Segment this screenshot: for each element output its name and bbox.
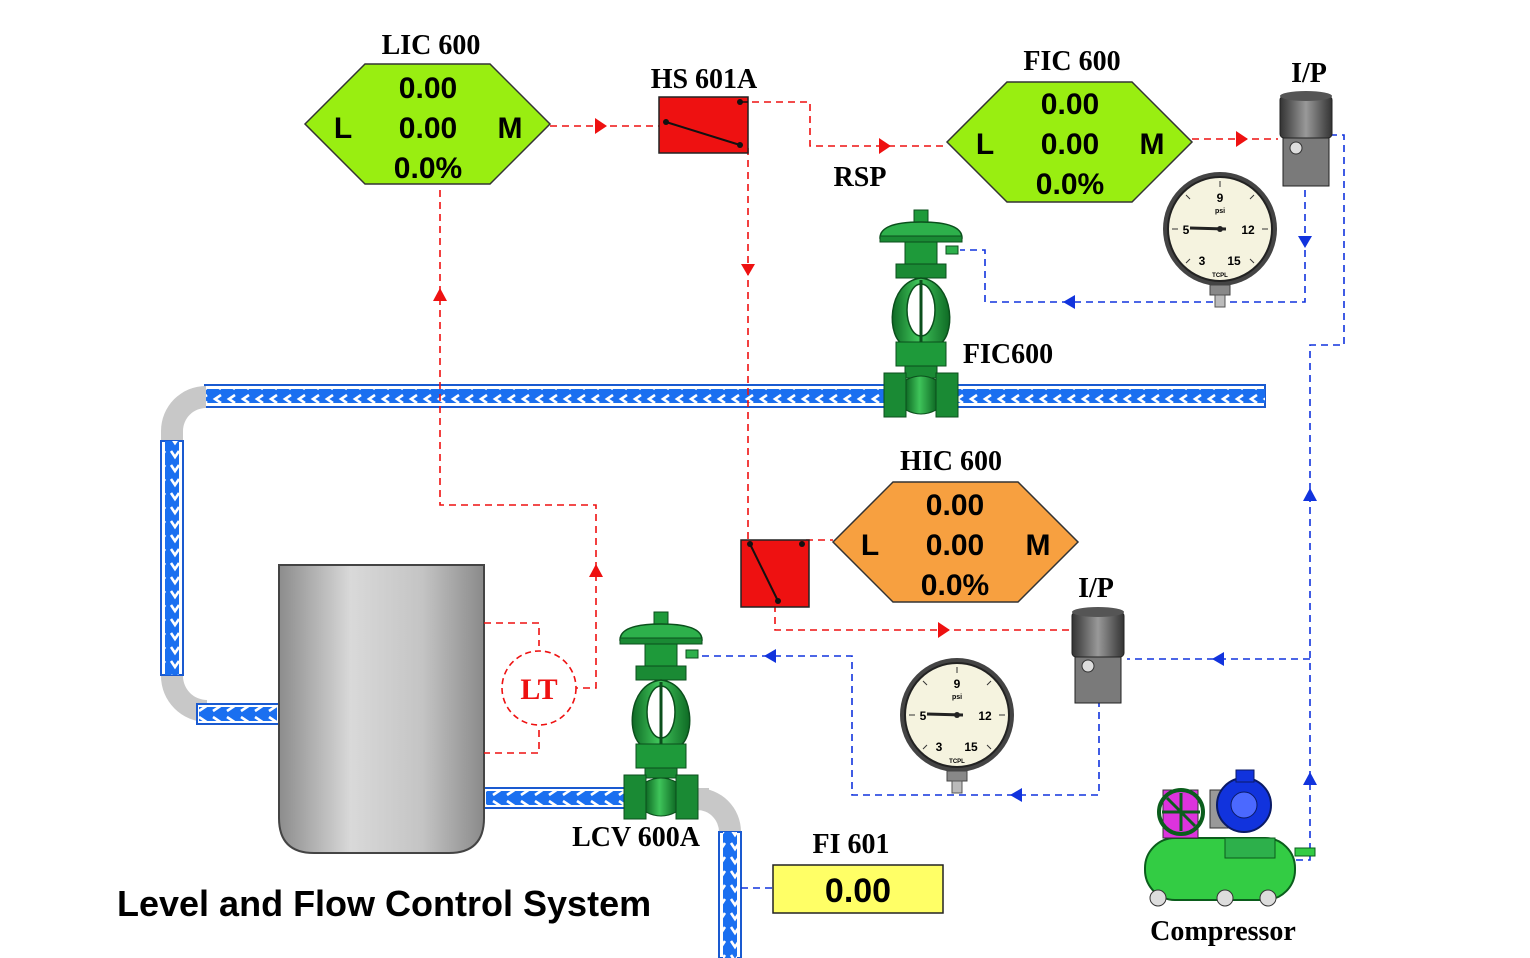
- lcv-label: LCV 600A: [572, 822, 701, 853]
- gauge-tick-3: 3: [1199, 254, 1206, 268]
- fi601-tag: FI 601: [813, 829, 890, 860]
- pneumatic-signal-lines: [690, 134, 1345, 889]
- lt-label: LT: [520, 673, 557, 706]
- fic-controller[interactable]: FIC 600 0.00 0.00 0.0% L M: [945, 46, 1194, 203]
- fic-sp: 0.00: [1041, 128, 1099, 161]
- gauge-tick-12: 12: [978, 709, 992, 723]
- pressure-gauge-bottom: 9 psi 12 15 3 5 TCPL: [898, 656, 1016, 795]
- pipe-elbow-top: [161, 386, 206, 441]
- fic-pv: 0.00: [1041, 88, 1099, 121]
- rsp-label: RSP: [834, 162, 887, 193]
- ip-top-label: I/P: [1291, 58, 1327, 89]
- gauge-tick-15: 15: [1227, 254, 1241, 268]
- ip-mid-label: I/P: [1078, 573, 1114, 604]
- pressure-gauge-top: 9 psi 12 15 3 5 TCPL: [1161, 170, 1279, 309]
- ip-converter-mid[interactable]: I/P: [1071, 573, 1125, 704]
- compressor-label: Compressor: [1150, 916, 1296, 947]
- pipe-elbow-bottom: [161, 676, 207, 722]
- gauge-tick-9: 9: [1217, 191, 1224, 205]
- fi601-value: 0.00: [825, 872, 891, 910]
- lic-out: 0.0%: [394, 152, 462, 185]
- electric-signal-lines: [439, 101, 1278, 754]
- gauge-tick-5: 5: [1183, 223, 1190, 237]
- process-pipes: [160, 384, 1266, 958]
- fic600-control-valve[interactable]: FIC600: [879, 209, 1053, 418]
- gauge-tick-5: 5: [920, 709, 927, 723]
- level-transmitter[interactable]: LT: [501, 650, 577, 726]
- signal-arrows-blue: [764, 236, 1317, 802]
- hic-mode-right[interactable]: M: [1026, 529, 1051, 562]
- lic-mode-right[interactable]: M: [498, 112, 523, 145]
- gauge-tick-3: 3: [936, 740, 943, 754]
- gauge-unit: psi: [952, 694, 962, 701]
- gauge-tick-15: 15: [964, 740, 978, 754]
- gauge-brand: TCPL: [949, 759, 965, 765]
- gauge-unit: psi: [1215, 208, 1225, 215]
- hs601a-switch[interactable]: HS 601A: [651, 64, 758, 154]
- diagram-title: Level and Flow Control System: [117, 883, 651, 924]
- lic-mode-left[interactable]: L: [334, 112, 352, 145]
- ip-converter-top[interactable]: I/P: [1279, 58, 1333, 187]
- storage-tank: [278, 564, 485, 854]
- lic-tag: LIC 600: [382, 30, 481, 61]
- fic-mode-left[interactable]: L: [976, 128, 994, 161]
- fi601-indicator[interactable]: FI 601 0.00: [772, 829, 944, 914]
- hs601a-tag: HS 601A: [651, 64, 758, 95]
- lic-pv: 0.00: [399, 72, 457, 105]
- gauge-brand: TCPL: [1212, 273, 1228, 279]
- hs601b-switch[interactable]: [740, 539, 810, 608]
- fic-mode-right[interactable]: M: [1140, 128, 1165, 161]
- gauge-tick-12: 12: [1241, 223, 1255, 237]
- lic-sp: 0.00: [399, 112, 457, 145]
- lic-controller[interactable]: LIC 600 0.00 0.00 0.0% L M: [303, 30, 552, 185]
- fic600-valve-label: FIC600: [963, 339, 1053, 370]
- fic-out: 0.0%: [1036, 168, 1104, 201]
- lcv600a-control-valve[interactable]: LCV 600A: [572, 611, 703, 853]
- hic-sp: 0.00: [926, 529, 984, 562]
- hic-out: 0.0%: [921, 569, 989, 602]
- gauge-tick-9: 9: [954, 677, 961, 691]
- pipe-elbow-outlet: [697, 788, 741, 832]
- fic-tag: FIC 600: [1023, 46, 1120, 77]
- hic-mode-left[interactable]: L: [861, 529, 879, 562]
- signal-arrows-red: [433, 118, 1248, 638]
- air-compressor[interactable]: Compressor: [1144, 769, 1316, 947]
- hic-controller[interactable]: HIC 600 0.00 0.00 0.0% L M: [831, 446, 1080, 603]
- hic-tag: HIC 600: [900, 446, 1002, 477]
- hic-pv: 0.00: [926, 489, 984, 522]
